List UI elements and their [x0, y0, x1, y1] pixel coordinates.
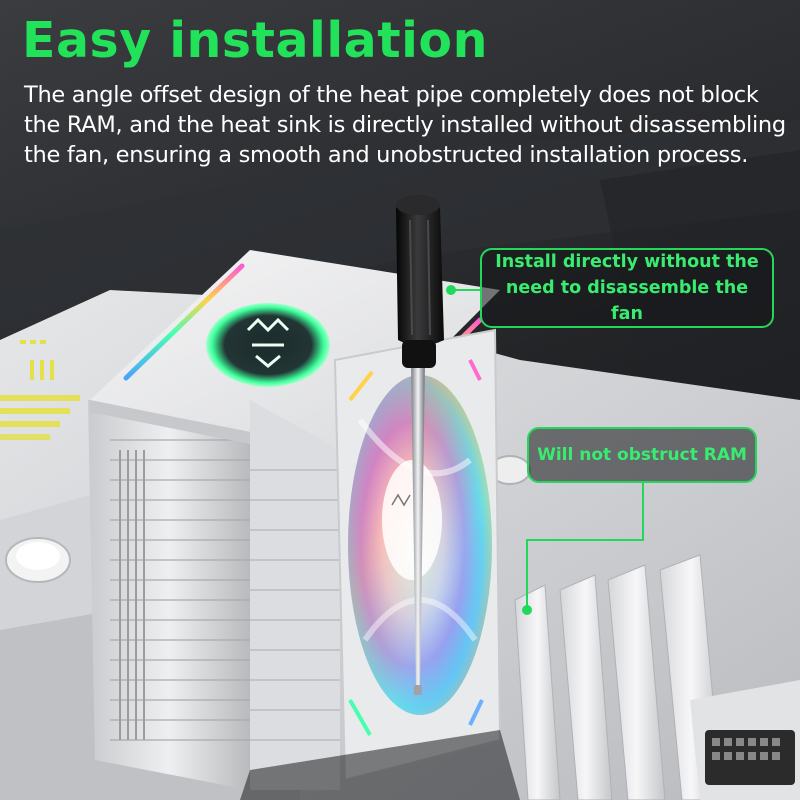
- description: The angle offset design of the heat pipe…: [24, 82, 786, 168]
- heatsink-fins: [88, 400, 250, 790]
- board-print: [0, 340, 80, 440]
- callout-install-directly: Install directly without the need to dis…: [480, 248, 774, 328]
- callout-ram-clearance: Will not obstruct RAM: [527, 427, 757, 483]
- headline: Easy installation: [22, 12, 488, 69]
- screwdriver-icon: [396, 195, 444, 695]
- callout-label: Will not obstruct RAM: [537, 445, 747, 465]
- callout-connectors: [446, 285, 644, 615]
- callout-label: Install directly without the need to dis…: [495, 252, 759, 324]
